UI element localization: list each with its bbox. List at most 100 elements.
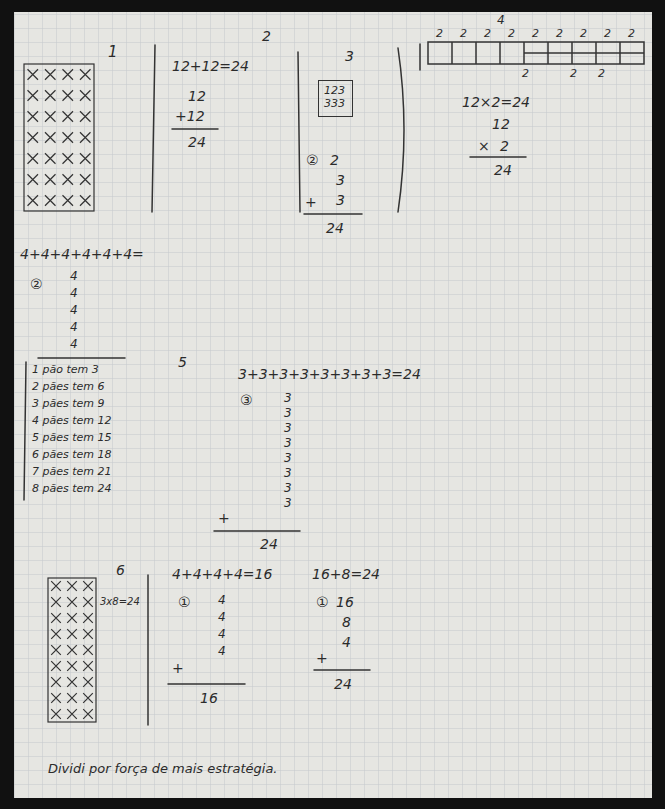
cross-mark xyxy=(80,90,91,101)
handwritten-text: 8 pães tem 24 xyxy=(32,483,112,496)
handwritten-text: Dividi por força de mais estratégia. xyxy=(48,762,278,777)
cross-mark xyxy=(28,69,39,80)
cross-mark xyxy=(63,153,74,164)
sum-line xyxy=(470,156,526,158)
handwritten-text: 3 xyxy=(336,192,345,208)
handwritten-text: 3 xyxy=(336,172,345,188)
handwritten-text: 3 pães tem 9 xyxy=(32,398,105,411)
bar-divider xyxy=(475,42,477,64)
handwritten-text: 4 xyxy=(218,611,226,625)
cross-mark xyxy=(67,581,77,591)
handwritten-text: 5 xyxy=(178,354,187,370)
handwritten-text: 4 xyxy=(70,321,78,335)
handwritten-text: 24 xyxy=(334,676,352,692)
handwritten-text: 1 pão tem 3 xyxy=(32,364,99,377)
cross-mark xyxy=(63,195,74,206)
cross-mark xyxy=(67,677,77,687)
handwritten-text: 4+4+4+4=16 xyxy=(172,566,272,582)
handwritten-text: 12×2=24 xyxy=(462,94,530,110)
cross-mark xyxy=(83,693,93,703)
cross-mark xyxy=(83,597,93,607)
sum-line xyxy=(38,357,125,359)
handwritten-text: 2 xyxy=(628,28,635,41)
handwritten-text: ① xyxy=(316,594,329,610)
handwritten-text: 6 xyxy=(116,562,125,578)
cross-mark xyxy=(67,597,77,607)
array-frame xyxy=(24,64,94,211)
cross-mark xyxy=(51,677,61,687)
handwritten-text: 2 xyxy=(508,28,515,41)
divider-line xyxy=(298,52,300,212)
cross-mark xyxy=(45,111,56,122)
bar-half-line xyxy=(572,52,596,54)
handwritten-text: 3 xyxy=(284,437,292,451)
cross-mark xyxy=(67,613,77,623)
handwritten-text: 2 xyxy=(598,68,605,81)
sketch-box: 123 333 xyxy=(318,80,353,117)
bar-divider xyxy=(499,42,501,64)
handwritten-text: 4 xyxy=(218,628,226,642)
handwritten-text: 24 xyxy=(260,536,278,552)
cross-mark xyxy=(80,69,91,80)
handwritten-text: + xyxy=(172,660,184,676)
handwritten-text: ② xyxy=(30,276,43,292)
handwritten-text: + xyxy=(305,194,317,210)
cross-mark xyxy=(28,90,39,101)
divider-line xyxy=(147,575,149,725)
cross-mark xyxy=(63,90,74,101)
handwritten-text: 3 xyxy=(284,497,292,511)
array-frame xyxy=(48,578,96,722)
cross-mark xyxy=(51,581,61,591)
handwritten-text: 3 xyxy=(345,48,354,64)
handwritten-text: 24 xyxy=(188,134,206,150)
cross-mark xyxy=(67,629,77,639)
handwritten-text: +12 xyxy=(175,108,205,124)
cross-mark xyxy=(80,132,91,143)
cross-mark xyxy=(28,132,39,143)
handwritten-text: 1 xyxy=(108,44,118,61)
cross-mark xyxy=(83,661,93,671)
bar-half-line xyxy=(596,52,620,54)
cross-mark xyxy=(51,709,61,719)
handwritten-text: 2 pães tem 6 xyxy=(32,381,105,394)
handwritten-text: + xyxy=(316,650,328,666)
cross-mark xyxy=(67,645,77,655)
handwritten-text: 16+8=24 xyxy=(312,566,380,582)
handwritten-text: 4 xyxy=(70,338,78,352)
cross-mark xyxy=(28,111,39,122)
handwritten-text: 4+4+4+4+4+4= xyxy=(20,246,144,262)
handwritten-text: 12 xyxy=(492,116,510,132)
handwritten-text: 3+3+3+3+3+3+3+3=24 xyxy=(238,366,421,382)
handwritten-text: 4 xyxy=(70,304,78,318)
cross-mark xyxy=(45,90,56,101)
bar-half-line xyxy=(548,52,572,54)
handwritten-text: 2 xyxy=(556,28,563,41)
handwritten-text: ② xyxy=(306,152,319,168)
cross-mark xyxy=(67,709,77,719)
cross-mark xyxy=(28,153,39,164)
cross-mark xyxy=(83,613,93,623)
bracket xyxy=(398,48,404,212)
cross-mark xyxy=(51,645,61,655)
cross-mark xyxy=(45,153,56,164)
bar-model xyxy=(428,42,644,64)
divider-line xyxy=(152,45,155,212)
cross-mark xyxy=(51,597,61,607)
handwritten-text: 3 xyxy=(284,422,292,436)
paper xyxy=(14,12,652,798)
cross-mark xyxy=(80,153,91,164)
handwritten-text: ① xyxy=(178,594,191,610)
handwritten-text: 4 xyxy=(218,645,226,659)
handwritten-text: 3 xyxy=(284,467,292,481)
bar-divider xyxy=(451,42,453,64)
cross-mark xyxy=(51,661,61,671)
handwritten-text: 24 xyxy=(494,162,512,178)
cross-mark xyxy=(28,174,39,185)
handwritten-text: 6 pães tem 18 xyxy=(32,449,112,462)
divider-line xyxy=(419,44,421,70)
sum-line xyxy=(168,683,245,685)
handwritten-text: 2 xyxy=(500,138,509,154)
